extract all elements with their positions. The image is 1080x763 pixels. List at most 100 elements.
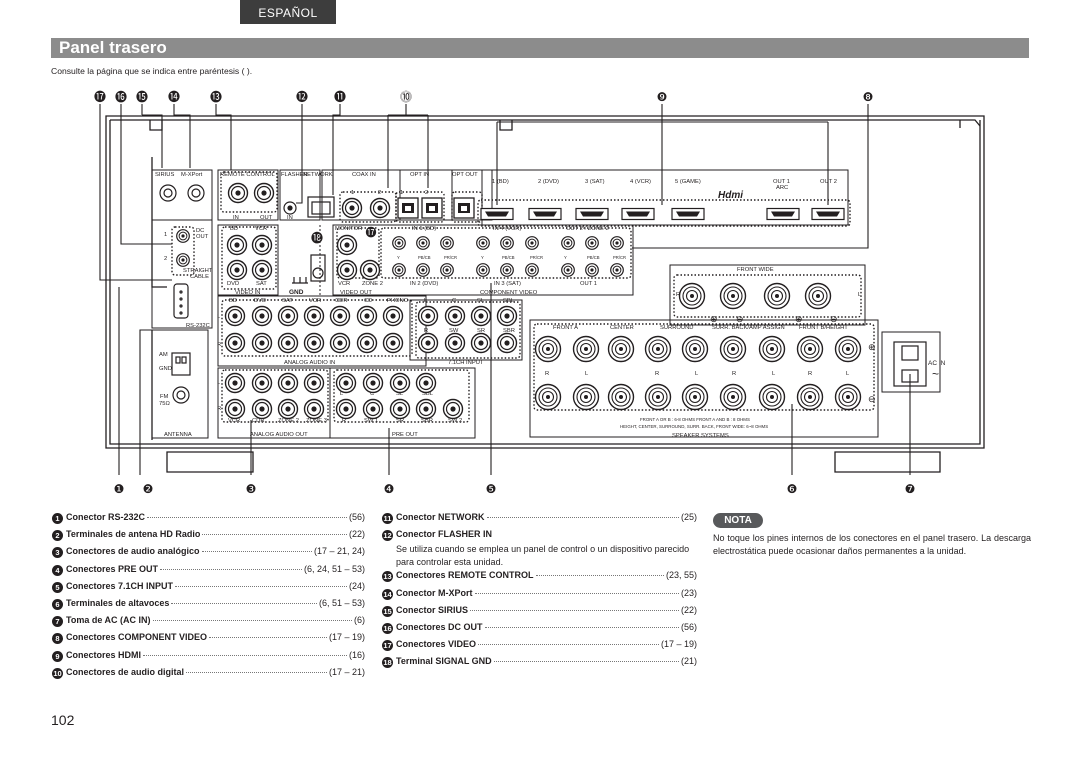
svg-text:IN: IN	[233, 215, 239, 221]
item-number: 16	[382, 622, 393, 634]
item-page: (24)	[348, 580, 365, 591]
item-number: 18	[382, 657, 393, 669]
svg-text:⓬: ⓬	[296, 90, 308, 104]
item-label: Terminal SIGNAL GND	[396, 656, 492, 667]
svg-text:Hdmi: Hdmi	[718, 190, 743, 201]
item-number: 5	[52, 581, 63, 593]
item-label: Conectores COMPONENT VIDEO	[66, 632, 208, 643]
svg-text:CENTER: CENTER	[610, 325, 634, 331]
svg-text:SURROUND: SURROUND	[660, 325, 694, 331]
item-page: (17 – 19)	[660, 639, 697, 650]
svg-text:L: L	[858, 292, 862, 298]
svg-text:COMPONENT VIDEO: COMPONENT VIDEO	[480, 290, 538, 296]
svg-text:VIDEO IN: VIDEO IN	[235, 290, 260, 296]
svg-text:1: 1	[400, 190, 403, 196]
optical-jacks	[397, 197, 475, 219]
speaker-terminals	[534, 282, 862, 411]
item-page: (6, 51 – 53)	[318, 597, 365, 608]
svg-text:ZONE 2: ZONE 2	[362, 281, 383, 287]
item-number: 2	[52, 530, 63, 542]
svg-text:1 (BD): 1 (BD)	[492, 179, 509, 185]
svg-text:IN 1 (BD): IN 1 (BD)	[412, 226, 436, 232]
svg-text:IN 3 (SAT): IN 3 (SAT)	[494, 281, 521, 287]
item-number: 12	[382, 530, 393, 542]
svg-text:PB/CB: PB/CB	[502, 255, 515, 260]
svg-text:Y: Y	[481, 255, 484, 260]
item-number: 14	[382, 588, 393, 600]
svg-text:❷: ❷	[143, 482, 154, 496]
panel-grouping-lines	[151, 169, 941, 439]
svg-text:PR/CR: PR/CR	[530, 255, 543, 260]
svg-text:1: 1	[164, 232, 167, 238]
svg-text:2: 2	[164, 256, 167, 262]
svg-text:⓭: ⓭	[210, 90, 222, 104]
item-page: (23)	[680, 587, 697, 598]
svg-text:⊖: ⊖	[830, 314, 838, 324]
svg-text:C: C	[370, 391, 374, 397]
svg-text:SBR: SBR	[503, 328, 515, 334]
svg-text:ZONE 2: ZONE 2	[278, 418, 299, 424]
panel-labels-top: SIRIUS M-XPort REMOTE CONTROL FLASHER NE…	[155, 172, 837, 329]
item-label: Terminales de altavoces	[66, 597, 170, 608]
svg-text:R: R	[424, 328, 428, 334]
svg-text:4 (VCR): 4 (VCR)	[630, 179, 651, 185]
svg-text:L: L	[424, 298, 428, 304]
svg-text:OUT 2 / ZONE 2: OUT 2 / ZONE 2	[566, 226, 609, 232]
svg-text:Y: Y	[564, 255, 567, 260]
svg-text:L: L	[217, 380, 221, 386]
svg-text:2: 2	[378, 190, 381, 196]
svg-text:SL: SL	[477, 298, 485, 304]
dc-out-jacks	[176, 229, 190, 267]
svg-text:❶: ❶	[114, 482, 125, 496]
svg-text:GND: GND	[159, 366, 172, 372]
language-tab: ESPAÑOL	[240, 0, 336, 24]
rear-panel-diagram: SIRIUS M-XPort REMOTE CONTROL FLASHER NE…	[94, 90, 985, 496]
svg-text:R: R	[217, 406, 221, 412]
svg-text:AC IN: AC IN	[928, 360, 946, 367]
svg-text:❽: ❽	[863, 90, 874, 104]
svg-text:⓲: ⓲	[311, 231, 323, 245]
svg-text:1: 1	[351, 190, 354, 196]
svg-text:❺: ❺	[486, 482, 497, 496]
svg-text:SURR. BACK/AMP ASSIGN: SURR. BACK/AMP ASSIGN	[712, 325, 785, 331]
item-label: Conector RS-232C	[66, 512, 146, 522]
svg-text:OPT OUT: OPT OUT	[452, 172, 478, 178]
item-number: 13	[382, 571, 393, 583]
item-number: 15	[382, 605, 393, 617]
svg-text:PHONO: PHONO	[387, 298, 409, 304]
svg-text:STRAIGHT: STRAIGHT	[183, 268, 213, 274]
svg-text:SR: SR	[477, 328, 485, 334]
svg-text:7.1CH INPUT: 7.1CH INPUT	[448, 360, 484, 366]
item-description: Se utiliza cuando se emplea un panel de …	[396, 544, 690, 568]
item-number: 17	[382, 640, 393, 652]
svg-text:IN 4 (VCR): IN 4 (VCR)	[493, 226, 521, 232]
svg-text:❼: ❼	[905, 482, 916, 496]
item-page: (56)	[680, 621, 697, 632]
svg-text:L: L	[846, 371, 850, 377]
svg-text:SPEAKER SYSTEMS: SPEAKER SYSTEMS	[672, 433, 729, 439]
svg-text:⓰: ⓰	[115, 90, 127, 104]
svg-text:~: ~	[932, 367, 939, 381]
svg-text:R: R	[342, 418, 346, 424]
svg-text:COAX IN: COAX IN	[352, 172, 376, 178]
svg-text:⊕: ⊕	[868, 342, 876, 352]
callout-numbers-top: ⓱ ⓰ ⓯ ⓮ ⓭ ⓬ ⓫ ⓾ ❾ ❽	[94, 90, 873, 104]
svg-text:FRONT A: FRONT A	[553, 325, 578, 331]
item-page: (21)	[680, 656, 697, 667]
svg-text:R: R	[676, 292, 680, 298]
svg-text:⊕: ⊕	[710, 314, 718, 324]
title-bar: Panel trasero	[51, 38, 1029, 58]
item-label: Conector M-XPort	[396, 587, 473, 598]
svg-text:VIDEO OUT: VIDEO OUT	[340, 290, 372, 296]
svg-text:FRONT A OR B : 6-8 OHMS F: FRONT A OR B : 6-8 OHMS FRONT A AND B : …	[640, 417, 750, 422]
